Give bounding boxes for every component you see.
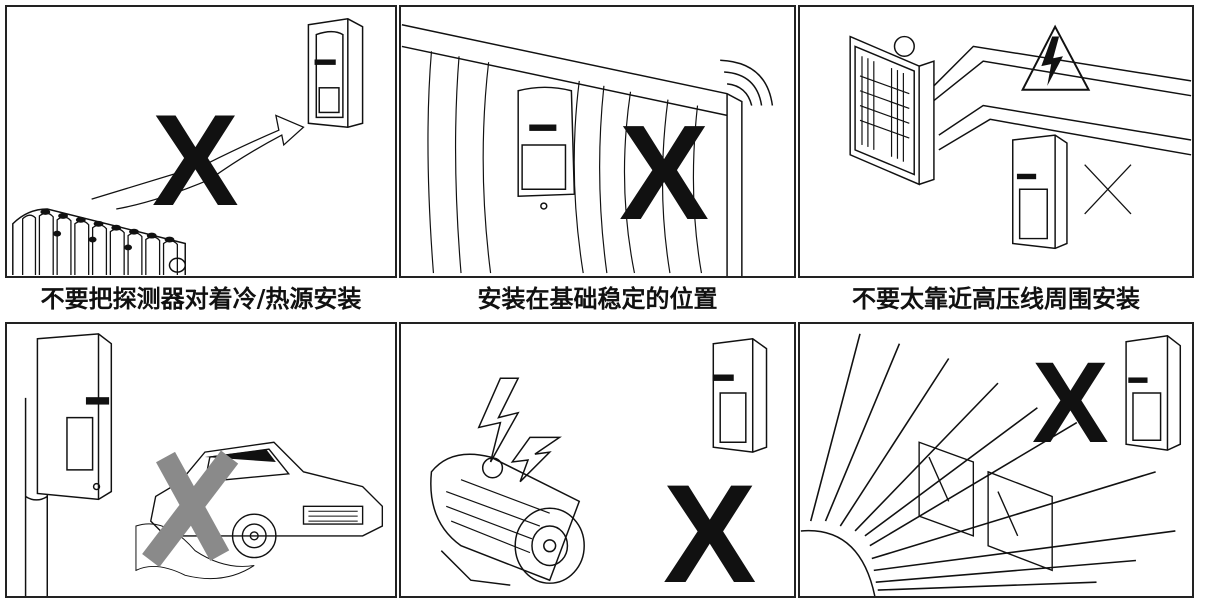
high-voltage-illustration (849, 24, 1192, 250)
caption-high-voltage: 不要太靠近高压线周围安装 (852, 284, 1140, 313)
motion-detector-icon (517, 86, 576, 210)
lightning-icon (477, 377, 562, 483)
motion-detector-icon (307, 18, 364, 128)
gray-x-mark (142, 450, 239, 568)
caption-heat-source: 不要把探测器对着冷/热源安装 (40, 284, 362, 313)
motion-detector-icon (712, 338, 768, 453)
panel-heat-source: X (5, 5, 397, 278)
panel-stable-base: X (399, 5, 796, 278)
signal-waves-icon (720, 59, 774, 106)
x-mark: X (619, 97, 710, 248)
sunlight-illustration (800, 333, 1182, 596)
motor-illustration (430, 338, 768, 586)
small-x-mark (1084, 164, 1132, 215)
high-voltage-warning-icon (1020, 24, 1091, 91)
wall-icon (401, 24, 743, 276)
heat-arrow (91, 114, 305, 210)
x-mark: X (1032, 339, 1109, 467)
car-icon (135, 441, 384, 580)
x-mark: X (663, 455, 757, 598)
panel-motor: X (399, 322, 796, 598)
panel-sunlight: X (798, 322, 1194, 598)
caption-stable-base: 安装在基础稳定的位置 (477, 284, 718, 313)
wall-illustration (401, 24, 774, 276)
power-lines (933, 45, 1192, 156)
motion-detector-icon (36, 333, 113, 501)
x-mark: X (152, 87, 239, 233)
heat-source-illustration (12, 18, 364, 276)
motion-detector-icon (1125, 335, 1182, 451)
electric-motor-icon (430, 453, 585, 586)
panel-post-car (5, 322, 397, 598)
motion-detector-icon (1012, 134, 1068, 250)
post-car-illustration (24, 333, 384, 596)
transformer-icon (849, 35, 935, 186)
sun-rays-icon (800, 333, 1176, 596)
glass-panes-icon (918, 441, 1053, 572)
panel-high-voltage (798, 5, 1194, 278)
